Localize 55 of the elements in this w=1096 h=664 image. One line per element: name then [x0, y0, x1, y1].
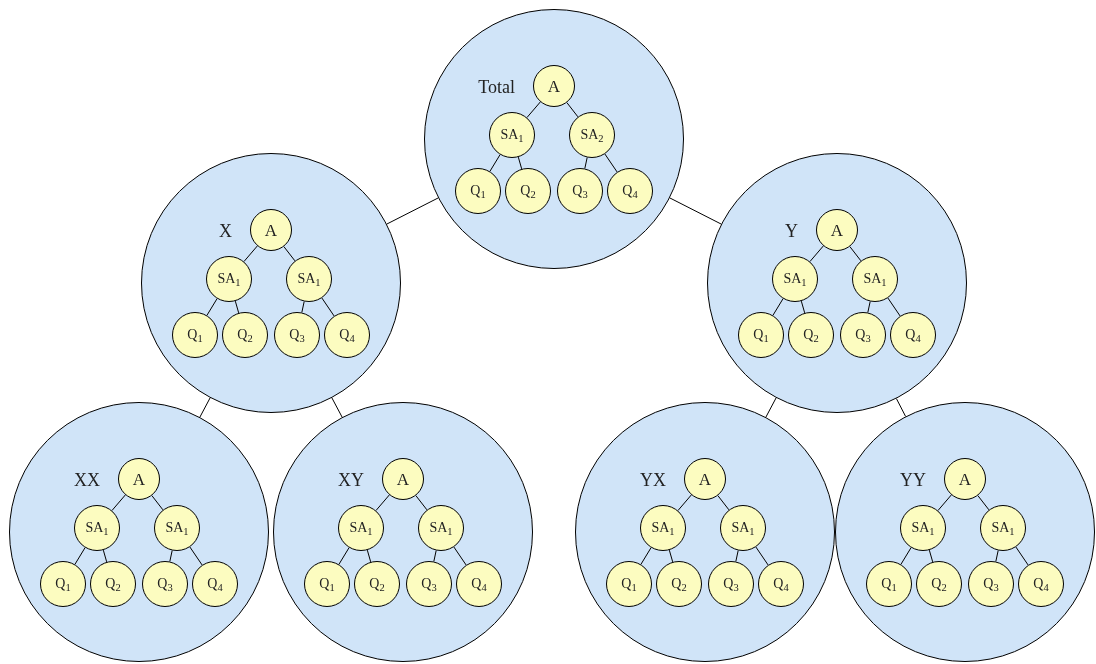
- connector-line: [895, 398, 907, 417]
- group-label: X: [219, 222, 232, 240]
- connector-line: [867, 301, 871, 313]
- connector-line: [809, 245, 824, 263]
- connector-line: [584, 157, 588, 169]
- group-label: XY: [338, 471, 364, 489]
- connector-line: [765, 397, 777, 418]
- connector-line: [995, 550, 999, 562]
- connector-line: [566, 102, 579, 118]
- connector-line: [283, 246, 296, 262]
- connector-line: [772, 298, 784, 316]
- connector-line: [453, 546, 467, 566]
- connector-line: [526, 101, 541, 119]
- connector-line: [1015, 546, 1029, 566]
- connector-line: [937, 494, 952, 512]
- connector-line: [321, 297, 335, 317]
- connector-line: [604, 153, 618, 173]
- connector-line: [928, 549, 934, 563]
- connector-line: [900, 547, 912, 565]
- connector-line: [640, 547, 652, 565]
- connector-line: [735, 550, 739, 562]
- connector-line: [199, 397, 211, 418]
- connector-line: [366, 549, 372, 563]
- group-label: YX: [640, 471, 666, 489]
- group-label: YY: [900, 471, 926, 489]
- connector-line: [386, 197, 439, 225]
- connector-line: [189, 546, 203, 566]
- connector-line: [489, 154, 501, 172]
- connector-line: [433, 550, 437, 562]
- connector-line: [111, 494, 126, 512]
- group-label: XX: [74, 471, 100, 489]
- group-label: Total: [478, 78, 515, 96]
- connector-line: [517, 156, 523, 170]
- connector-line: [669, 197, 722, 225]
- connector-line: [243, 245, 258, 263]
- connector-line: [677, 494, 692, 512]
- connector-line: [338, 547, 350, 565]
- connector-line: [234, 300, 240, 314]
- connector-line: [102, 549, 108, 563]
- connector-line: [415, 495, 428, 511]
- connector-line: [331, 397, 343, 418]
- connector-line: [151, 495, 164, 511]
- connector-line: [301, 301, 305, 313]
- connector-line: [887, 297, 901, 317]
- connector-line: [977, 495, 990, 511]
- connector-line: [668, 549, 674, 563]
- connector-line: [74, 547, 86, 565]
- connector-line: [717, 495, 730, 511]
- connector-line: [206, 298, 218, 316]
- connector-line: [169, 550, 173, 562]
- connector-line: [755, 546, 769, 566]
- connector-line: [849, 246, 862, 262]
- group-label: Y: [785, 222, 798, 240]
- connector-line: [375, 494, 390, 512]
- connector-line: [800, 300, 806, 314]
